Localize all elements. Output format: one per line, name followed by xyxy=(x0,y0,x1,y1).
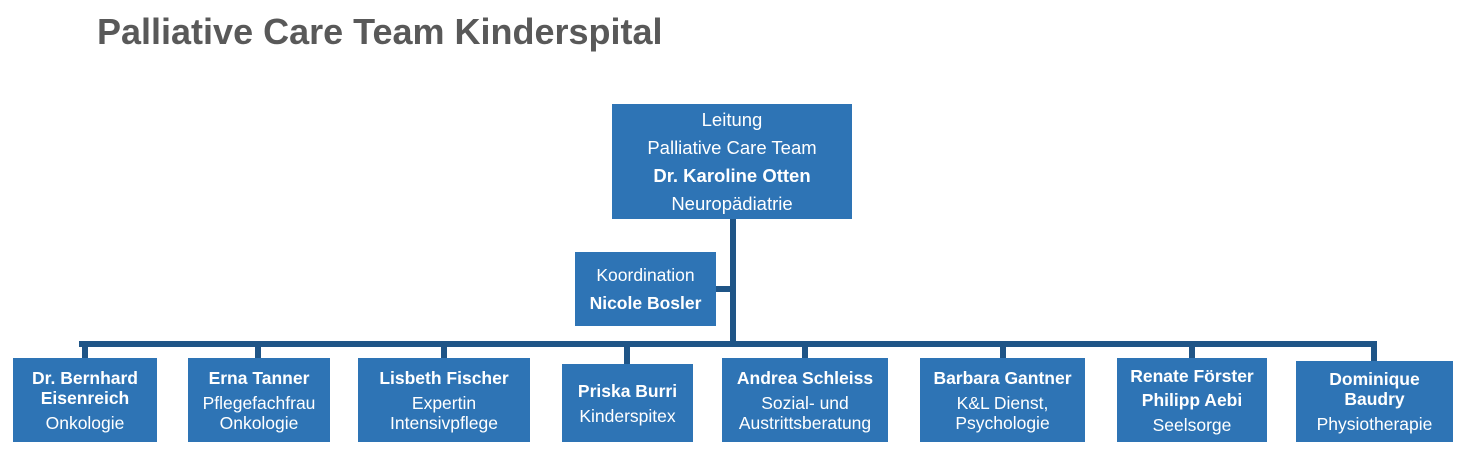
connector-coordinator-link xyxy=(716,286,730,292)
member-role: K&L Dienst, Psychologie xyxy=(955,392,1050,433)
leader-name: Dr. Karoline Otten xyxy=(653,164,811,186)
connector-stub-5 xyxy=(802,347,808,360)
org-box-member-tanner: Erna Tanner Pflegefachfrau Onkologie xyxy=(188,358,330,442)
org-box-member-burri: Priska Burri Kinderspitex xyxy=(562,364,693,442)
org-box-coordinator: Koordination Nicole Bosler xyxy=(575,252,716,326)
connector-stub-3 xyxy=(441,347,447,360)
member-name: Barbara Gantner xyxy=(933,367,1072,388)
member-name: Andrea Schleiss xyxy=(736,367,874,388)
org-box-member-gantner: Barbara Gantner K&L Dienst, Psychologie xyxy=(920,358,1085,442)
member-role: Kinderspitex xyxy=(579,405,676,426)
connector-stub-8 xyxy=(1371,347,1377,363)
connector-stub-2 xyxy=(255,347,261,360)
connector-stub-1 xyxy=(82,347,88,360)
member-name-2: Philipp Aebi xyxy=(1141,389,1243,410)
org-box-member-fischer: Lisbeth Fischer Expertin Intensivpflege xyxy=(358,358,530,442)
member-role: Sozial- und Austrittsberatung xyxy=(738,392,872,433)
connector-stub-7 xyxy=(1189,347,1195,360)
coordinator-name: Nicole Bosler xyxy=(589,293,702,313)
org-box-leader: Leitung Palliative Care Team Dr. Karolin… xyxy=(612,104,852,219)
member-name: Dominique Baudry xyxy=(1329,369,1420,409)
org-box-member-schleiss: Andrea Schleiss Sozial- und Austrittsber… xyxy=(722,358,888,442)
member-name: Erna Tanner xyxy=(208,367,310,388)
member-role: Physiotherapie xyxy=(1316,414,1433,434)
leader-unit-label: Leitung xyxy=(701,108,763,130)
org-box-member-eisenreich: Dr. Bernhard Eisenreich Onkologie xyxy=(13,358,157,442)
member-role: Onkologie xyxy=(45,412,125,433)
member-role: Pflegefachfrau Onkologie xyxy=(202,392,316,433)
org-box-member-baudry: Dominique Baudry Physiotherapie xyxy=(1296,361,1453,442)
org-box-member-foerster-aebi: Renate Förster Philipp Aebi Seelsorge xyxy=(1117,358,1267,442)
member-name: Dr. Bernhard Eisenreich xyxy=(32,367,138,408)
coordinator-label: Koordination xyxy=(596,265,695,285)
leader-department: Neuropädiatrie xyxy=(671,192,793,214)
connector-stub-6 xyxy=(1000,347,1006,360)
member-role: Seelsorge xyxy=(1152,414,1232,435)
member-role: Expertin Intensivpflege xyxy=(390,392,498,433)
connector-row-line xyxy=(79,341,1377,347)
connector-leader-to-row xyxy=(730,219,736,344)
connector-stub-4 xyxy=(624,347,630,366)
page-title: Palliative Care Team Kinderspital xyxy=(97,11,663,52)
member-name: Priska Burri xyxy=(577,380,678,401)
member-name: Lisbeth Fischer xyxy=(379,367,509,388)
member-name: Renate Förster xyxy=(1130,365,1254,386)
leader-team-label: Palliative Care Team xyxy=(647,136,817,158)
